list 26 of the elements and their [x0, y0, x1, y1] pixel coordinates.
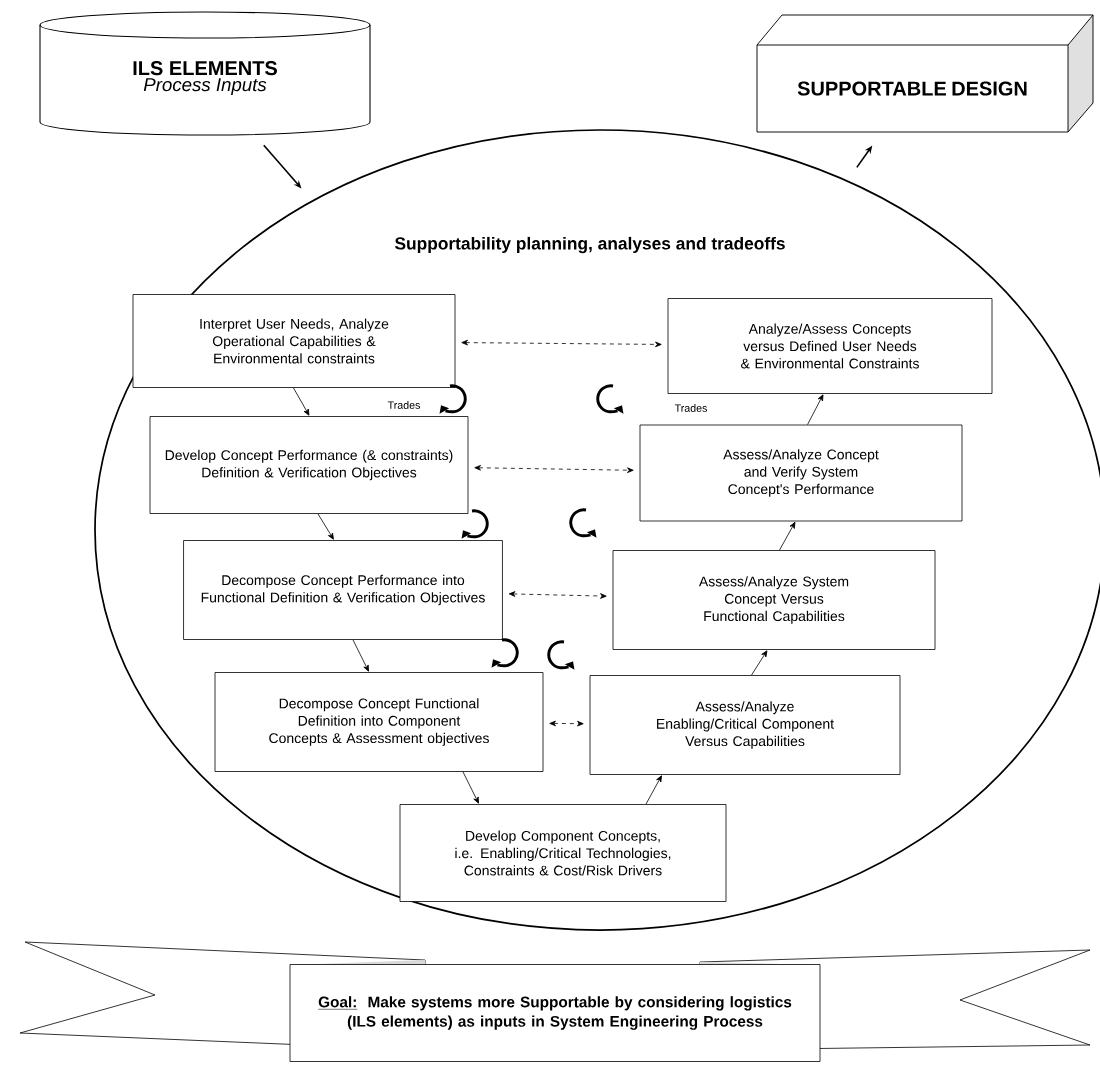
arrow — [293, 387, 310, 416]
process-box: Develop Component Concepts, i.e. Enabling/Critical Technologies, Constraints & Cost/Risk Drivers — [399, 804, 727, 902]
process-box: Decompose Concept Functional Definition into Component Concepts & Assessment objectives — [214, 672, 544, 772]
arrow — [462, 771, 479, 804]
process-box: Analyze/Assess Concepts versus Defined User Needs & Environmental Constraints — [667, 298, 993, 394]
trades-label: Trades — [674, 404, 708, 412]
dashed-arrow — [474, 465, 634, 473]
arrow — [751, 650, 768, 676]
trades-label: Trades — [387, 401, 421, 409]
process-box: Develop Concept Performance (& constraints) Definition & Verification Objectives — [149, 416, 469, 514]
dashed-arrow — [461, 339, 662, 348]
process-box: Decompose Concept Performance into Functional Definition & Verification Objectives — [183, 540, 503, 640]
box-3d: SUPPORTABLE DESIGN — [756, 14, 1094, 133]
arrow — [352, 639, 369, 672]
banner: Goal: Make systems more Supportable by considering logistics (ILS elements) as inputs in System Engineering Process — [19, 941, 1091, 1062]
arrow — [317, 513, 334, 540]
dashed-arrow — [508, 591, 607, 599]
arrow — [779, 521, 796, 551]
arrow — [645, 775, 662, 805]
process-box: Interpret User Needs, Analyze Operational Capabilities & Environmental constraints — [132, 294, 456, 388]
dashed-arrow — [549, 720, 584, 727]
process-box: Assess/Analyze System Concept Versus Functional Capabilities — [612, 550, 936, 650]
process-box: Assess/Analyze Enabling/Critical Component Versus Capabilities — [589, 675, 901, 775]
process-box: Assess/Analyze Concept and Verify System Concept's Performance — [639, 424, 963, 522]
arrow — [807, 394, 824, 425]
cylinder: ILS ELEMENTS Process Inputs — [39, 11, 371, 136]
